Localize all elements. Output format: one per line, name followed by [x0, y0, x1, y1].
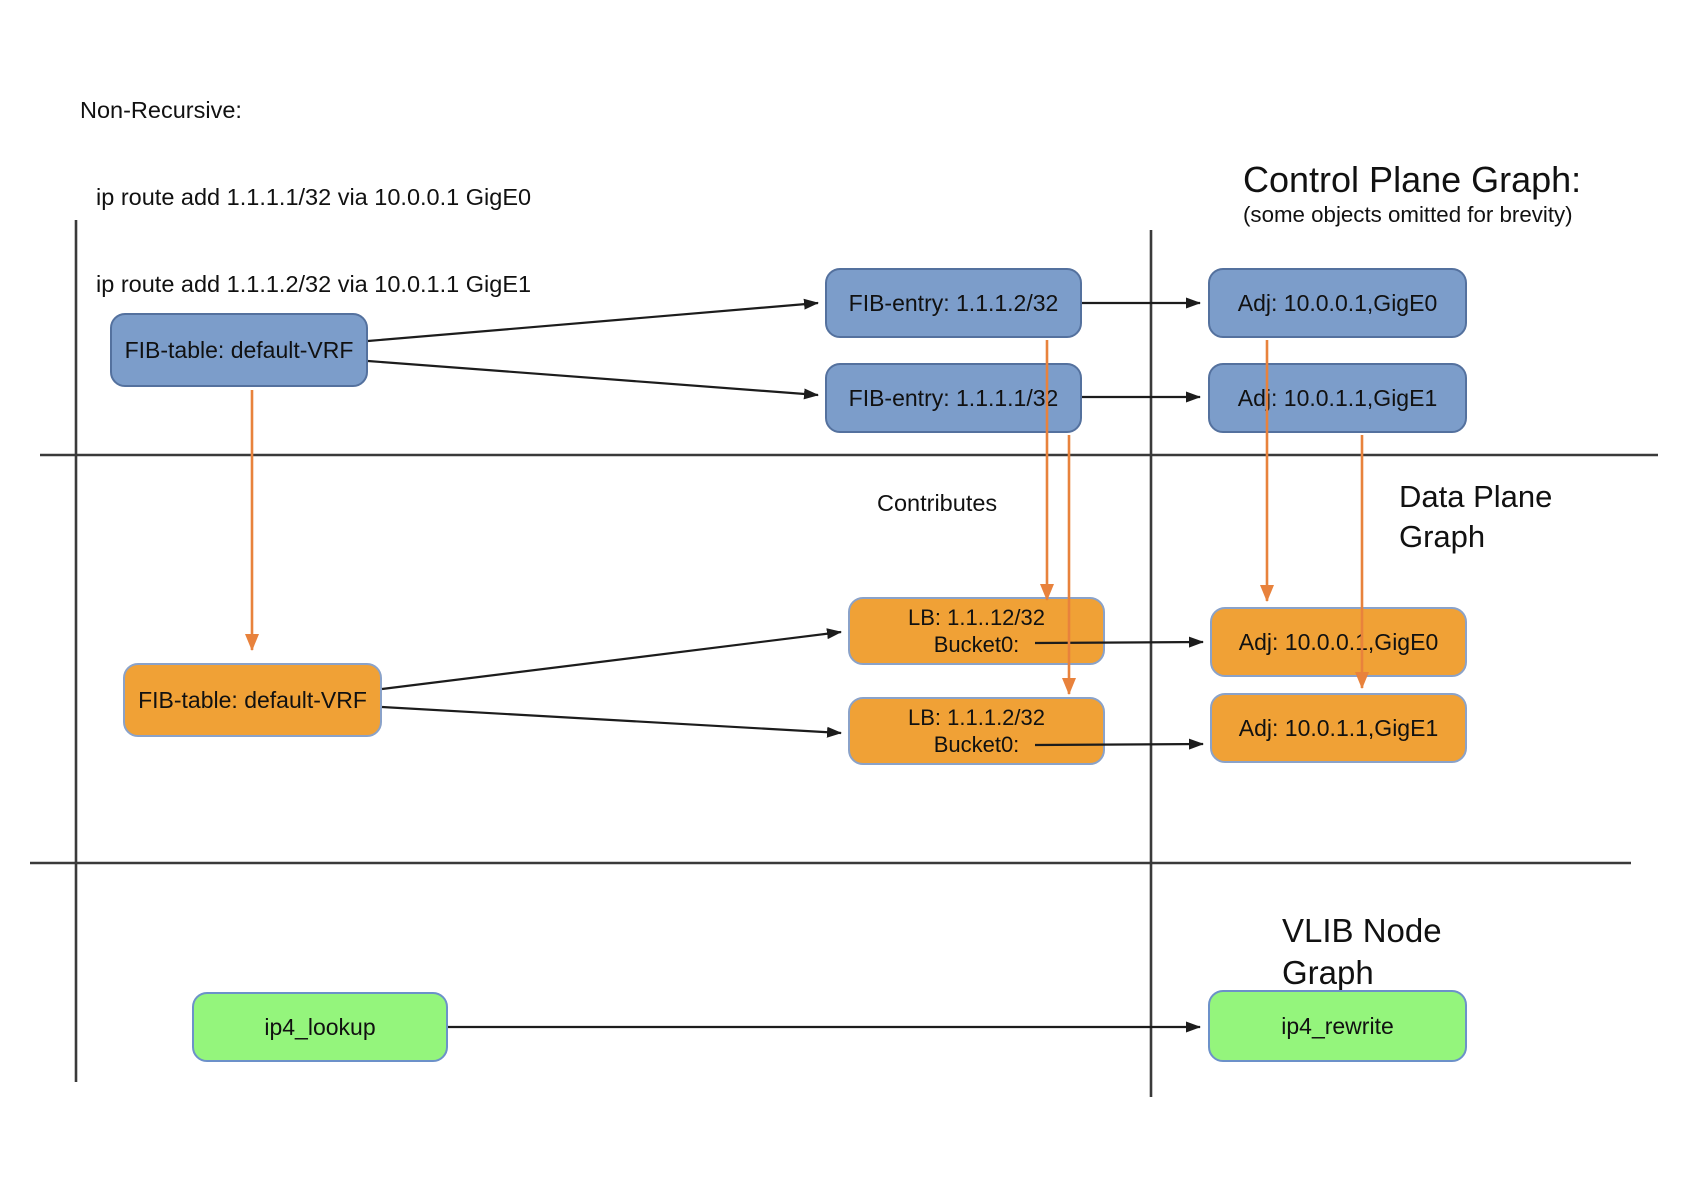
node-cp-adj-gige1: Adj: 10.0.1.1,GigE1: [1208, 363, 1467, 433]
node-dp-lb-1: LB: 1.1..12/32 Bucket0:: [848, 597, 1105, 665]
node-vlib-ip4-rewrite: ip4_rewrite: [1208, 990, 1467, 1062]
node-dp-adj-gige0: Adj: 10.0.0.1,GigE0: [1210, 607, 1467, 677]
node-dp-lb-1-line2: Bucket0:: [933, 632, 1020, 657]
node-cp-fib-entry-1111: FIB-entry: 1.1.1.1/32: [825, 363, 1082, 433]
node-cp-fib-entry-1111-label: FIB-entry: 1.1.1.1/32: [848, 384, 1059, 411]
node-dp-adj-gige0-label: Adj: 10.0.0.1,GigE0: [1238, 628, 1439, 655]
node-dp-adj-gige1-label: Adj: 10.0.1.1,GigE1: [1238, 714, 1439, 741]
header-command-2: ip route add 1.1.1.2/32 via 10.0.1.1 Gig…: [96, 271, 532, 297]
vlib-title-line2: Graph: [1282, 954, 1374, 991]
header-title: Non-Recursive:: [80, 97, 242, 123]
node-cp-adj-gige1-label: Adj: 10.0.1.1,GigE1: [1237, 384, 1438, 411]
node-dp-lb-2-line2: Bucket0:: [933, 732, 1020, 757]
node-cp-fib-entry-1112-label: FIB-entry: 1.1.1.2/32: [848, 289, 1059, 316]
node-vlib-ip4-lookup-label: ip4_lookup: [264, 1013, 376, 1040]
header-command-1: ip route add 1.1.1.1/32 via 10.0.0.1 Gig…: [96, 184, 532, 210]
contributes-label: Contributes: [877, 490, 998, 516]
node-cp-fib-entry-1112: FIB-entry: 1.1.1.2/32: [825, 268, 1082, 338]
node-cp-adj-gige0-label: Adj: 10.0.0.1,GigE0: [1237, 289, 1438, 316]
node-vlib-ip4-lookup: ip4_lookup: [192, 992, 448, 1062]
node-cp-adj-gige0: Adj: 10.0.0.1,GigE0: [1208, 268, 1467, 338]
data-plane-title-line1: Data Plane: [1399, 479, 1553, 514]
node-dp-fib-table-label: FIB-table: default-VRF: [138, 686, 367, 713]
node-dp-lb-1-line1: LB: 1.1..12/32: [908, 605, 1045, 630]
node-dp-lb-2: LB: 1.1.1.2/32 Bucket0:: [848, 697, 1105, 765]
arrow-dpfibtable-to-lb1: [381, 628, 842, 691]
node-vlib-ip4-rewrite-label: ip4_rewrite: [1281, 1012, 1394, 1039]
data-plane-title: Data Plane Graph: [1399, 477, 1552, 557]
node-cp-fib-table-label: FIB-table: default-VRF: [124, 336, 354, 363]
control-plane-subtitle: (some objects omitted for brevity): [1243, 202, 1573, 227]
node-dp-adj-gige1: Adj: 10.0.1.1,GigE1: [1210, 693, 1467, 763]
header-block: Non-Recursive: ip route add 1.1.1.1/32 v…: [80, 38, 531, 357]
vlib-title: VLIB Node Graph: [1282, 910, 1442, 994]
control-plane-title: Control Plane Graph:: [1243, 159, 1582, 200]
node-dp-fib-table: FIB-table: default-VRF: [123, 663, 382, 737]
arrow-cpfibtable-to-fibentry1: [367, 359, 819, 400]
arrow-dpfibtable-to-lb2: [381, 705, 842, 738]
node-cp-fib-table: FIB-table: default-VRF: [110, 313, 368, 387]
vlib-title-line1: VLIB Node: [1282, 912, 1442, 949]
data-plane-title-line2: Graph: [1399, 519, 1486, 554]
node-dp-lb-2-line1: LB: 1.1.1.2/32: [908, 705, 1045, 730]
